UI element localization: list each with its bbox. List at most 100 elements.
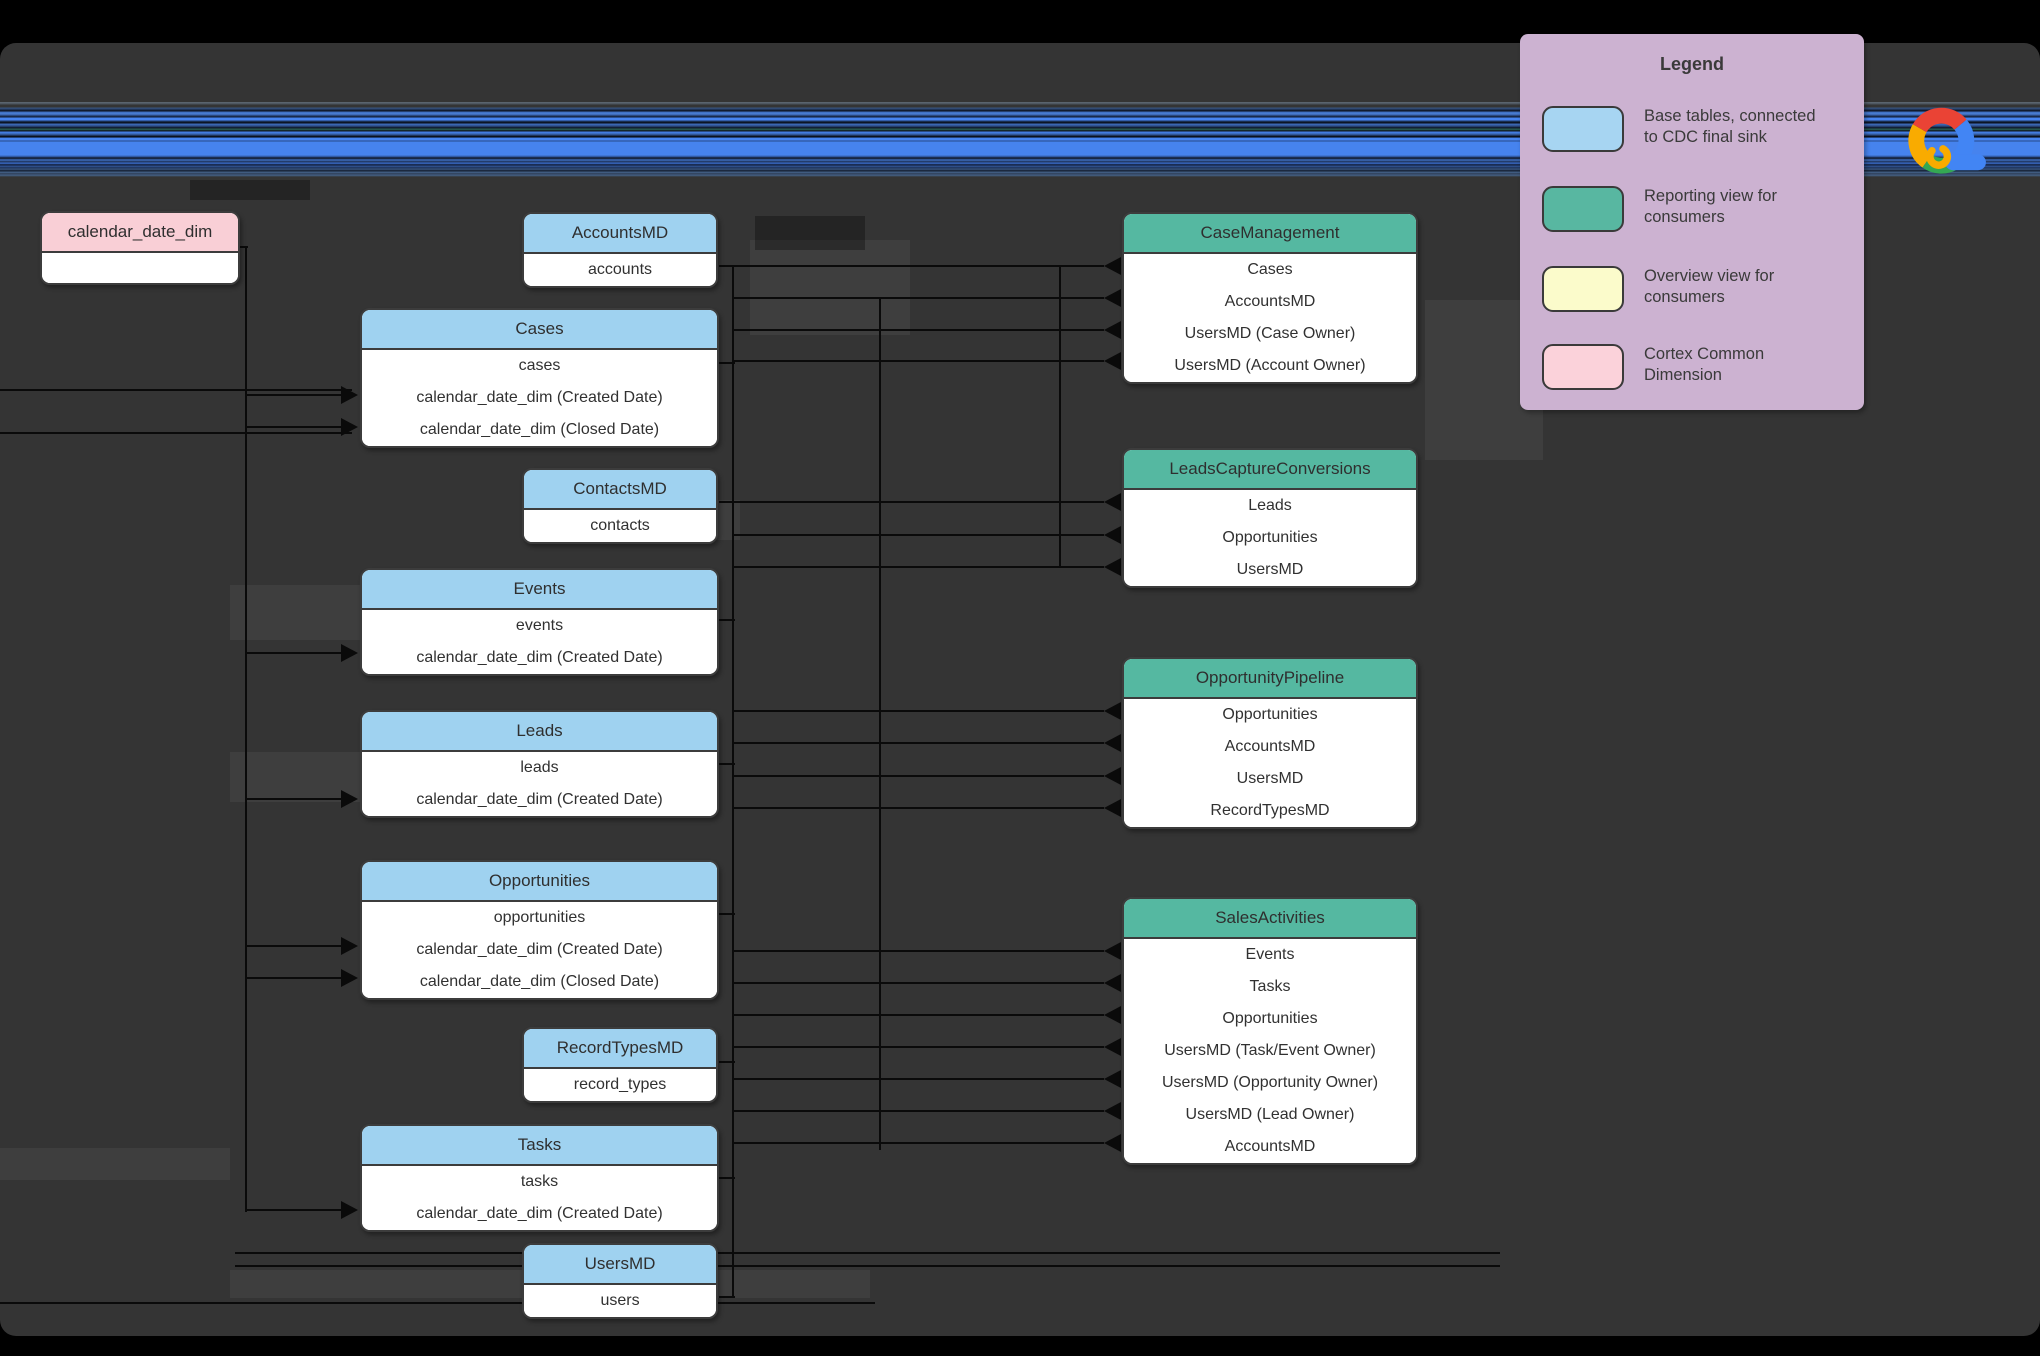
relationship-edge [247,426,352,428]
contacts_md-title: ContactsMD [524,470,716,510]
case_management-title: CaseManagement [1124,214,1416,254]
edge-arrowhead-left [1104,767,1121,785]
legend-item-label: Reporting view for consumers [1644,187,1777,227]
edge-arrowhead-right [341,937,358,955]
legend-swatch-3 [1542,266,1624,312]
relationship-edge [235,1265,1500,1267]
relationship-edge [719,619,735,621]
legend-panel: Legend Base tables, connected to CDC fin… [1520,34,1864,410]
sales_activities-title: SalesActivities [1124,899,1416,939]
relationship-edge [879,298,881,1150]
relationship-edge [247,394,352,396]
table-row: UsersMD (Opportunity Owner) [1124,1067,1416,1099]
relationship-edge [719,1296,735,1298]
table-row: calendar_date_dim (Created Date) [362,642,717,674]
relationship-edge [235,1252,1500,1254]
edge-arrowhead-right [341,418,358,436]
edge-arrowhead-right [341,386,358,404]
table-row: UsersMD (Account Owner) [1124,350,1416,382]
relationship-edge [733,775,1104,777]
accounts_md-title: AccountsMD [524,214,716,254]
users_md-title: UsersMD [524,1245,716,1285]
relationship-edge [733,534,1104,536]
table-row: calendar_date_dim (Created Date) [362,1198,717,1230]
connector-bundle-shade [750,240,910,335]
tasks-title: Tasks [362,1126,717,1166]
edge-arrowhead-left [1104,1134,1121,1152]
legend-item-label: Cortex Common Dimension [1644,345,1765,385]
table-row: Cases [1124,254,1416,286]
legend-swatch-1 [1542,106,1624,152]
table-row: calendar_date_dim (Created Date) [362,934,717,966]
relationship-edge [247,1209,352,1211]
edge-arrowhead-left [1104,799,1121,817]
record_types_md-title: RecordTypesMD [524,1029,716,1069]
edge-arrowhead-right [341,1201,358,1219]
edge-arrowhead-right [341,969,358,987]
edge-arrowhead-left [1104,352,1121,370]
relationship-edge [733,297,1104,299]
legend-item: Reporting view for consumers [1542,186,1842,232]
relationship-edge [719,1177,735,1179]
edge-arrowhead-left [1104,1006,1121,1024]
legend-swatch-4 [1542,344,1624,390]
relationship-edge [0,1302,875,1304]
relationship-edge [732,266,734,1298]
edge-arrowhead-left [1104,289,1121,307]
table-row: AccountsMD [1124,1131,1416,1163]
table-row: AccountsMD [1124,731,1416,763]
table-row: UsersMD [1124,763,1416,795]
relationship-edge [733,742,1104,744]
table-row: Opportunities [1124,522,1416,554]
relationship-edge [719,501,735,503]
relationship-edge [719,362,735,364]
table-row: calendar_date_dim (Closed Date) [362,966,717,998]
relationship-edge [0,432,352,434]
table-row: UsersMD [1124,554,1416,586]
relationship-edge [733,360,1104,362]
edge-arrowhead-left [1104,702,1121,720]
table-row: Leads [1124,490,1416,522]
legend-item: Cortex Common Dimension [1542,344,1842,390]
relationship-edge [733,265,1104,267]
relationship-edge [733,1110,1104,1112]
relationship-edge [733,1078,1104,1080]
node-calendar_date_dim[interactable]: calendar_date_dim [40,211,240,285]
edge-arrowhead-left [1104,558,1121,576]
leads-title: Leads [362,712,717,752]
relationship-edge [240,246,248,248]
legend-item-label: Base tables, connected to CDC final sink [1644,107,1816,147]
connector-bundle-shade [755,216,865,250]
edge-arrowhead-left [1104,1070,1121,1088]
leads_capture_conversions-title: LeadsCaptureConversions [1124,450,1416,490]
table-row: Opportunities [1124,1003,1416,1035]
relationship-edge [733,807,1104,809]
relationship-edge [733,566,1104,568]
edge-arrowhead-left [1104,734,1121,752]
table-row: tasks [362,1166,717,1198]
relationship-edge [247,652,352,654]
opportunities-title: Opportunities [362,862,717,902]
relationship-edge [247,798,352,800]
relationship-edge [733,329,1104,331]
relationship-edge [733,1142,1104,1144]
edge-arrowhead-left [1104,1102,1121,1120]
calendar_date_dim-title: calendar_date_dim [42,213,238,253]
table-row: users [524,1285,716,1317]
connector-bundle-shade [190,180,310,200]
relationship-edge [733,950,1104,952]
